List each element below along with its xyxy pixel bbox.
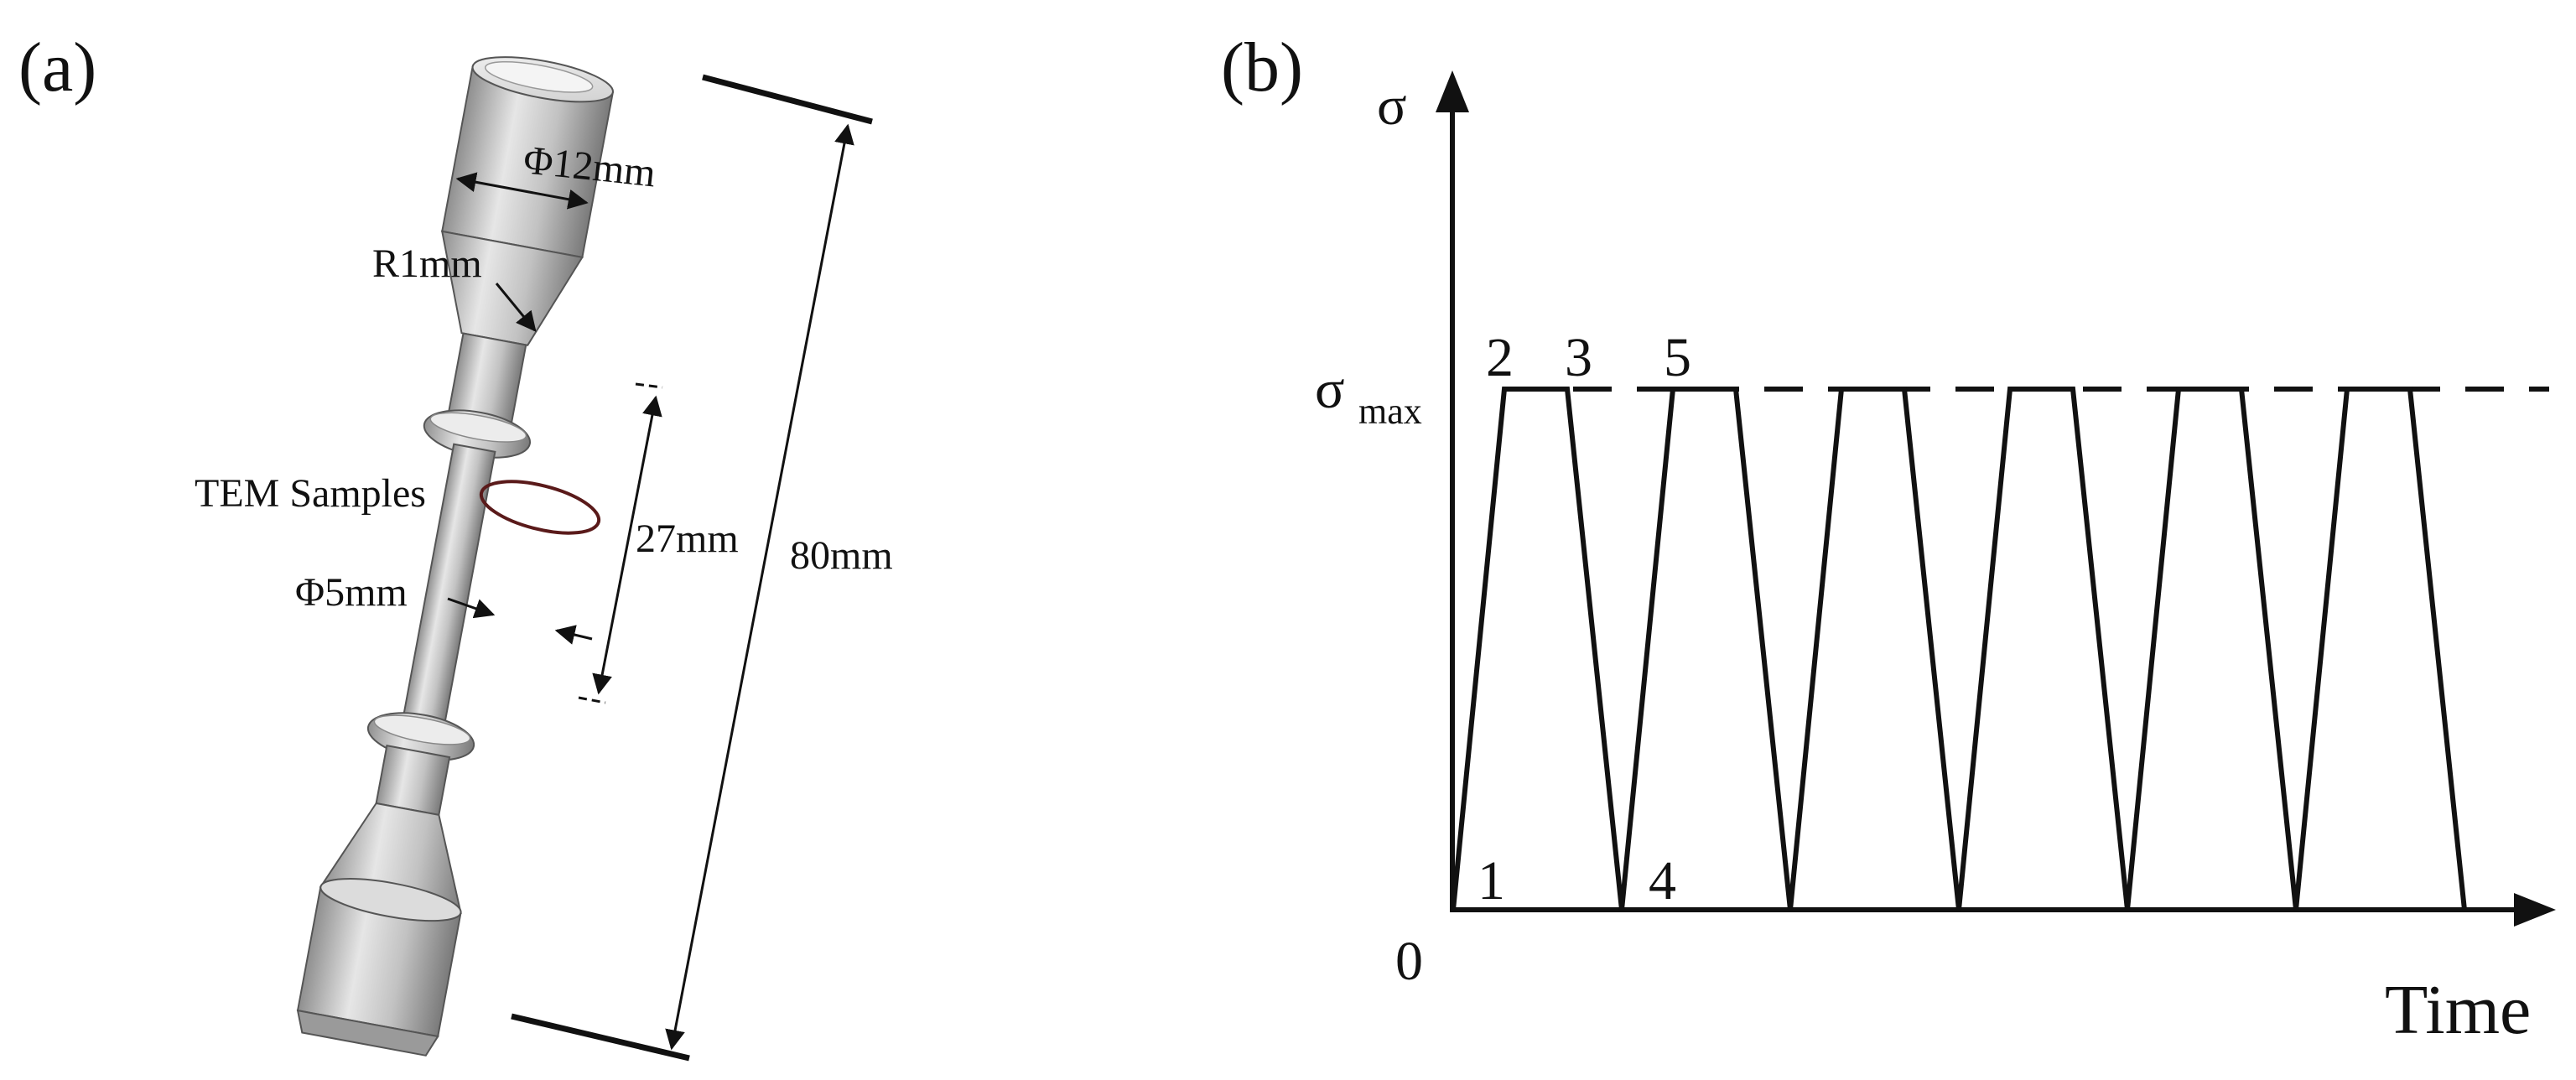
- fillet-radius-leader: [495, 283, 537, 332]
- sigma-max-label: σ max: [1315, 359, 1422, 432]
- x-axis-label: Time: [2385, 971, 2531, 1049]
- sigma-max-symbol: σ: [1315, 359, 1345, 420]
- point-label-3: 3: [1565, 327, 1592, 388]
- specimen-top-cap-inner: [485, 60, 594, 93]
- total-length-label: 80mm: [790, 533, 893, 578]
- loading-waveform: [1451, 387, 2467, 911]
- fatigue-specimen: [296, 56, 615, 1057]
- panel-a-label: (a): [18, 29, 96, 106]
- panel-b-label: (b): [1221, 29, 1303, 106]
- gauge-diameter-leader-right: [554, 625, 593, 645]
- point-label-5: 5: [1664, 327, 1691, 388]
- total-length-dimension-line: [665, 123, 854, 1051]
- gauge-length-label: 27mm: [636, 517, 739, 561]
- specimen-upper-taper: [440, 230, 584, 346]
- head-diameter-arrow: [455, 172, 589, 210]
- origin-label: 0: [1395, 931, 1423, 992]
- sigma-max-subscript: max: [1358, 391, 1422, 432]
- point-label-2: 2: [1486, 327, 1514, 388]
- tem-samples-ellipse: [479, 480, 601, 535]
- point-label-1: 1: [1478, 850, 1505, 911]
- specimen-bottom-grip-top: [319, 878, 462, 922]
- specimen-upper-collar-top: [429, 412, 527, 443]
- panel-b: (b) σ 0 Time σ max 1 2 3 4 5: [1221, 29, 2556, 1049]
- gauge-length-tick-bottom: [578, 696, 606, 704]
- specimen-bottom-cap: [296, 1009, 439, 1057]
- tem-samples-label: TEM Samples: [195, 471, 426, 516]
- fillet-radius-label: R1mm: [372, 241, 482, 286]
- y-axis-arrowhead: [1436, 70, 1469, 112]
- gauge-length-tick-top: [635, 382, 663, 389]
- y-axis-symbol: σ: [1377, 75, 1407, 137]
- gauge-length-dimension-line: [592, 395, 662, 695]
- total-length-extension-top: [702, 74, 873, 125]
- total-length-extension-bottom: [511, 1013, 690, 1062]
- gauge-diameter-leader: [447, 597, 496, 619]
- gauge-diameter-label: Φ5mm: [295, 570, 408, 615]
- specimen-lower-collar-top: [373, 714, 471, 745]
- panel-a: (a): [18, 29, 893, 1062]
- point-label-4: 4: [1649, 850, 1676, 911]
- x-axis-arrowhead: [2514, 893, 2556, 927]
